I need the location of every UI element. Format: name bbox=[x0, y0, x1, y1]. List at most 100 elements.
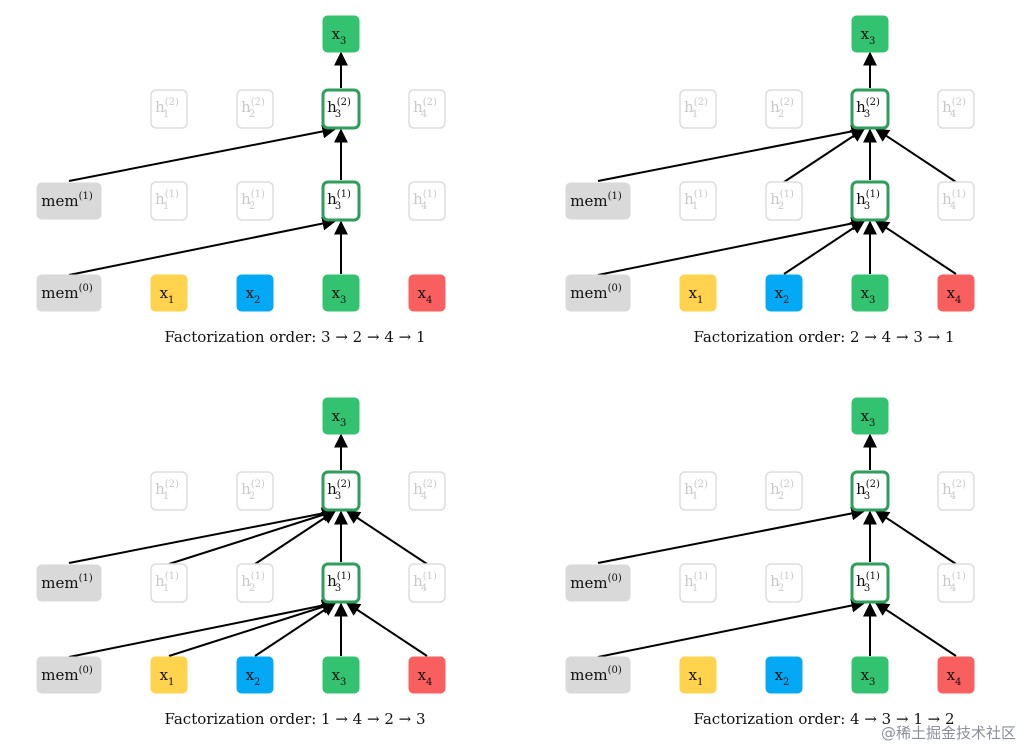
arrow-h4-to-h3-layer2 bbox=[345, 510, 428, 565]
x3-input-label: x3 bbox=[861, 284, 876, 306]
h2-layer2-label: h(2)2 bbox=[241, 479, 265, 502]
x4-input-box bbox=[937, 274, 975, 312]
x3-input-label: x3 bbox=[332, 666, 347, 688]
factorization-order-caption: Factorization order: 3 → 2 → 4 → 1 bbox=[164, 328, 425, 346]
h4-layer2-label: h(2)4 bbox=[942, 479, 966, 502]
h3-layer1-label: h(1)3 bbox=[856, 189, 880, 212]
h2-layer2-box bbox=[765, 89, 803, 129]
h3-layer1-box bbox=[850, 180, 890, 222]
h4-layer1-label: h(1)4 bbox=[413, 571, 437, 594]
x4-input-box bbox=[937, 656, 975, 694]
x4-input-box bbox=[408, 274, 446, 312]
output-x3-box bbox=[851, 397, 889, 435]
h4-layer1-box bbox=[937, 181, 975, 221]
h2-layer2-label: h(2)2 bbox=[241, 97, 265, 120]
arrow-x2-to-h3-layer1 bbox=[783, 220, 866, 275]
h4-layer1-label: h(1)4 bbox=[942, 189, 966, 212]
arrow-mem-to-h3-layer2 bbox=[68, 506, 337, 564]
h4-layer2-box bbox=[408, 471, 446, 511]
x4-input-label: x4 bbox=[947, 284, 962, 306]
h4-layer2-label: h(2)4 bbox=[413, 97, 437, 120]
h3-layer1-box bbox=[321, 562, 361, 604]
h1-layer2-label: h(2)1 bbox=[684, 97, 708, 120]
h1-layer1-box bbox=[679, 563, 717, 603]
h2-layer2-box bbox=[236, 471, 274, 511]
mem-upper-box bbox=[36, 182, 102, 220]
arrow-x1-to-h3-layer1 bbox=[168, 600, 337, 657]
arrow-mem-to-h3-layer1 bbox=[68, 216, 337, 276]
h2-layer2-label: h(2)2 bbox=[770, 97, 794, 120]
h2-layer1-label: h(1)2 bbox=[241, 189, 265, 212]
h2-layer1-box bbox=[765, 181, 803, 221]
h4-layer1-box bbox=[408, 181, 446, 221]
arrow-mem-to-h3-layer2 bbox=[597, 506, 866, 564]
h1-layer1-box bbox=[150, 563, 188, 603]
x1-input-label: x1 bbox=[689, 666, 704, 688]
arrow-h4-to-h3-layer2 bbox=[874, 510, 957, 565]
arrow-h2-to-h3-layer2 bbox=[783, 128, 866, 183]
output-x3-box bbox=[322, 15, 360, 53]
x3-input-box bbox=[322, 656, 360, 694]
x2-input-label: x2 bbox=[775, 666, 790, 688]
h1-layer2-box bbox=[150, 89, 188, 129]
h2-layer1-box bbox=[236, 563, 274, 603]
h3-layer1-label: h(1)3 bbox=[327, 189, 351, 212]
factorization-order-caption: Factorization order: 4 → 3 → 1 → 2 bbox=[693, 710, 954, 728]
h1-layer1-box bbox=[679, 181, 717, 221]
mem-upper-label: mem(0) bbox=[570, 573, 622, 592]
arrow-mem-to-h3-layer1 bbox=[597, 598, 866, 658]
arrow-x2-to-h3-layer1 bbox=[254, 602, 337, 657]
output-x3-box bbox=[851, 15, 889, 53]
x2-input-box bbox=[236, 656, 274, 694]
x2-input-box bbox=[765, 656, 803, 694]
h2-layer1-label: h(1)2 bbox=[770, 571, 794, 594]
mem-lower-label: mem(0) bbox=[570, 665, 622, 684]
x2-input-label: x2 bbox=[246, 666, 261, 688]
factorization-order-caption: Factorization order: 2 → 4 → 3 → 1 bbox=[693, 328, 954, 346]
mem-upper-box bbox=[36, 564, 102, 602]
arrow-x4-to-h3-layer1 bbox=[874, 602, 957, 657]
output-x3-label: x3 bbox=[861, 407, 876, 429]
h1-layer2-box bbox=[679, 471, 717, 511]
h1-layer1-label: h(1)1 bbox=[155, 571, 179, 594]
mem-upper-label: mem(1) bbox=[41, 573, 93, 592]
mem-lower-box bbox=[36, 274, 102, 312]
h4-layer2-label: h(2)4 bbox=[413, 479, 437, 502]
x2-input-label: x2 bbox=[775, 284, 790, 306]
h1-layer2-label: h(2)1 bbox=[155, 479, 179, 502]
h3-layer2-label: h(2)3 bbox=[327, 97, 351, 120]
h4-layer2-box bbox=[408, 89, 446, 129]
h3-layer1-box bbox=[321, 180, 361, 222]
h2-layer1-label: h(1)2 bbox=[241, 571, 265, 594]
x1-input-label: x1 bbox=[160, 666, 175, 688]
h3-layer2-box bbox=[321, 470, 361, 512]
h2-layer1-label: h(1)2 bbox=[770, 189, 794, 212]
mem-lower-box bbox=[565, 656, 631, 694]
factorization-order-caption: Factorization order: 1 → 4 → 2 → 3 bbox=[164, 710, 425, 728]
mem-lower-box bbox=[565, 274, 631, 312]
h1-layer2-box bbox=[679, 89, 717, 129]
h4-layer1-box bbox=[408, 563, 446, 603]
x1-input-label: x1 bbox=[160, 284, 175, 306]
x1-input-label: x1 bbox=[689, 284, 704, 306]
h2-layer1-box bbox=[236, 181, 274, 221]
x3-input-box bbox=[322, 274, 360, 312]
output-x3-label: x3 bbox=[332, 25, 347, 47]
output-x3-label: x3 bbox=[861, 25, 876, 47]
arrow-mem-to-h3-layer1 bbox=[68, 598, 337, 658]
arrow-h4-to-h3-layer2 bbox=[874, 128, 957, 183]
arrow-mem-to-h3-layer2 bbox=[68, 124, 337, 182]
h3-layer2-box bbox=[850, 88, 890, 130]
h1-layer1-label: h(1)1 bbox=[155, 189, 179, 212]
h3-layer1-box bbox=[850, 562, 890, 604]
arrow-h2-to-h3-layer2 bbox=[254, 510, 337, 565]
mem-lower-label: mem(0) bbox=[41, 665, 93, 684]
x1-input-box bbox=[150, 274, 188, 312]
arrow-x4-to-h3-layer1 bbox=[345, 602, 428, 657]
h1-layer1-label: h(1)1 bbox=[684, 571, 708, 594]
x1-input-box bbox=[150, 656, 188, 694]
